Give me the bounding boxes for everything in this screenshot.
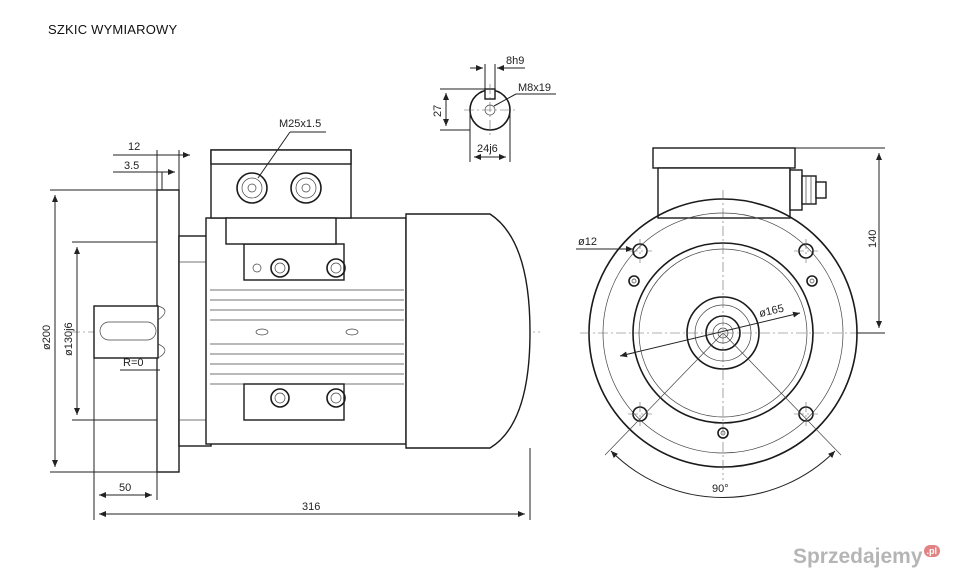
flange-mounting-holes — [628, 239, 818, 426]
dim-flange-thickness — [113, 150, 190, 236]
watermark-text: Sprzedajemy — [792, 545, 923, 568]
dim-316-label: 316 — [302, 501, 320, 513]
dim-200-label: ø200 — [41, 325, 53, 350]
shaft — [93, 305, 159, 359]
dim-flange-diameter — [50, 189, 157, 473]
dim-overall-length — [99, 448, 531, 520]
front-terminal-box-top — [652, 147, 796, 169]
watermark-badge: .pl — [923, 545, 940, 557]
dim-90-label: 90° — [712, 483, 729, 495]
dim-spigot-diameter — [72, 241, 157, 421]
dim-12-label: 12 — [128, 141, 140, 153]
bottom-mounting-bosses — [243, 383, 346, 421]
dim-3-5-label: 3.5 — [124, 160, 139, 172]
cable-glands — [236, 172, 322, 204]
side-view: 12 3.5 M25x1.5 ø200 ø130j6 R=0 50 — [41, 118, 540, 520]
front-view: ø12 ø165 140 90° — [576, 147, 885, 499]
cover-bolts — [628, 275, 818, 439]
front-terminal-box — [657, 167, 791, 219]
dim-shaft-length — [93, 358, 158, 520]
side-cable-gland — [789, 169, 827, 211]
fan-cover — [405, 213, 531, 449]
shaft-end-detail: 8h9 M8x19 27 24j6 — [432, 55, 556, 162]
flange — [156, 189, 180, 473]
dim-r0-label: R=0 — [123, 357, 144, 369]
dim-130-label: ø130j6 — [63, 322, 75, 356]
dim-50-label: 50 — [119, 482, 131, 494]
dim-90-arc — [610, 450, 836, 499]
dim-m8-label: M8x19 — [518, 82, 551, 94]
shaft-keyway — [99, 321, 157, 341]
dim-140-label: 140 — [867, 230, 879, 248]
watermark: Sprzedajemy.pl — [793, 545, 940, 569]
dim-24-label: 24j6 — [477, 143, 498, 155]
dim-m25-label: M25x1.5 — [279, 118, 321, 130]
dim-165-label: ø165 — [758, 303, 785, 320]
top-mounting-bosses — [243, 243, 346, 281]
dim-27-label: 27 — [432, 105, 444, 117]
dim-12-hole-label: ø12 — [578, 236, 597, 248]
cooling-fins — [210, 289, 404, 385]
dim-8h9-label: 8h9 — [506, 55, 524, 67]
drawing-title: SZKIC WYMIAROWY — [48, 22, 178, 37]
